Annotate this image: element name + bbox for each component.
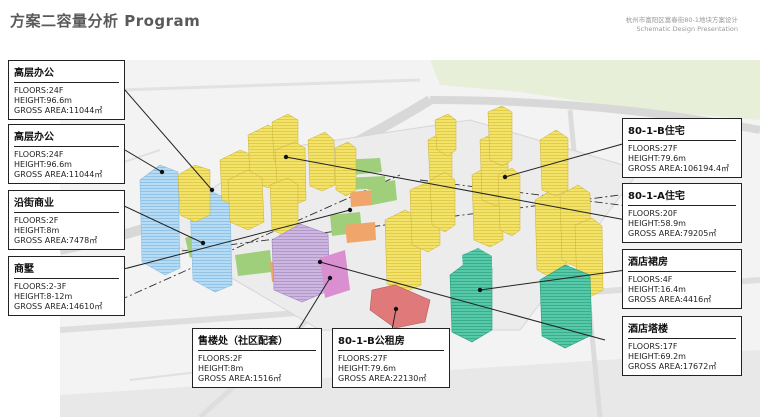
presentation-label: Schematic Design Presentation: [636, 25, 738, 33]
card-area: GROSS AREA:17672㎡: [628, 362, 717, 371]
project-name: 杭州市富阳区富春街80-1地块方案设计: [625, 16, 738, 24]
card-title: 80-1-A住宅: [628, 187, 736, 206]
card-floors: FLOORS:2-3F: [14, 282, 67, 291]
project-subtitle: 杭州市富阳区富春街80-1地块方案设计 Schematic Design Pre…: [626, 16, 738, 34]
card-area: GROSS AREA:106194.4㎡: [628, 164, 730, 173]
card-floors: FLOORS:27F: [628, 144, 678, 153]
card-area: GROSS AREA:22130㎡: [338, 374, 427, 383]
card-height: HEIGHT:8m: [198, 364, 244, 373]
card-title: 高层办公: [14, 64, 119, 83]
page-title: 方案二容量分析 Program: [10, 12, 201, 30]
card-area: GROSS AREA:7478㎡: [14, 236, 98, 245]
card-title: 售楼处（社区配套）: [198, 332, 316, 351]
card-height: HEIGHT:69.2m: [628, 352, 686, 361]
card-floors: FLOORS:27F: [338, 354, 388, 363]
label-hotel-podium: 酒店裙房 FLOORS:4F HEIGHT:16.4m GROSS AREA:4…: [622, 249, 742, 309]
card-height: HEIGHT:96.6m: [14, 96, 72, 105]
card-title: 商墅: [14, 260, 119, 279]
label-office-tower-2: 高层办公 FLOORS:24F HEIGHT:96.6m GROSS AREA:…: [8, 124, 125, 184]
card-area: GROSS AREA:14610㎡: [14, 302, 103, 311]
card-title: 酒店裙房: [628, 253, 736, 272]
card-area: GROSS AREA:11044㎡: [14, 106, 103, 115]
card-area: GROSS AREA:4416㎡: [628, 295, 712, 304]
card-title: 酒店塔楼: [628, 320, 736, 339]
label-office-tower-1: 高层办公 FLOORS:24F HEIGHT:96.6m GROSS AREA:…: [8, 60, 125, 120]
card-title: 沿街商业: [14, 194, 119, 213]
card-floors: FLOORS:24F: [14, 150, 64, 159]
card-floors: FLOORS:4F: [628, 275, 673, 284]
card-height: HEIGHT:8m: [14, 226, 60, 235]
card-floors: FLOORS:2F: [14, 216, 59, 225]
card-height: HEIGHT:79.6m: [338, 364, 396, 373]
label-residential-a: 80-1-A住宅 FLOORS:20F HEIGHT:58.9m GROSS A…: [622, 183, 742, 243]
leader-dots: [159, 154, 508, 312]
card-floors: FLOORS:20F: [628, 209, 678, 218]
card-title: 80-1-B公租房: [338, 332, 444, 351]
card-floors: FLOORS:17F: [628, 342, 678, 351]
card-height: HEIGHT:96.6m: [14, 160, 72, 169]
card-title: 80-1-B住宅: [628, 122, 736, 141]
card-floors: FLOORS:2F: [198, 354, 243, 363]
label-commercial-villa: 商墅 FLOORS:2-3F HEIGHT:8-12m GROSS AREA:1…: [8, 256, 125, 316]
label-public-rental: 80-1-B公租房 FLOORS:27F HEIGHT:79.6m GROSS …: [332, 328, 450, 388]
label-sales-office: 售楼处（社区配套） FLOORS:2F HEIGHT:8m GROSS AREA…: [192, 328, 322, 388]
card-height: HEIGHT:8-12m: [14, 292, 73, 301]
label-hotel-tower: 酒店塔楼 FLOORS:17F HEIGHT:69.2m GROSS AREA:…: [622, 316, 742, 376]
card-area: GROSS AREA:11044㎡: [14, 170, 103, 179]
card-height: HEIGHT:16.4m: [628, 285, 686, 294]
leader-lines: [117, 81, 627, 341]
sales-office-block: [271, 223, 350, 303]
card-height: HEIGHT:58.9m: [628, 219, 686, 228]
card-title: 高层办公: [14, 128, 119, 147]
hotel-block: [449, 248, 593, 349]
card-height: HEIGHT:79.6m: [628, 154, 686, 163]
label-residential-b: 80-1-B住宅 FLOORS:27F HEIGHT:79.6m GROSS A…: [622, 118, 742, 178]
card-floors: FLOORS:24F: [14, 86, 64, 95]
label-street-retail: 沿街商业 FLOORS:2F HEIGHT:8m GROSS AREA:7478…: [8, 190, 125, 250]
rental-block: [369, 284, 431, 329]
card-area: GROSS AREA:79205㎡: [628, 229, 717, 238]
card-area: GROSS AREA:1516㎡: [198, 374, 282, 383]
